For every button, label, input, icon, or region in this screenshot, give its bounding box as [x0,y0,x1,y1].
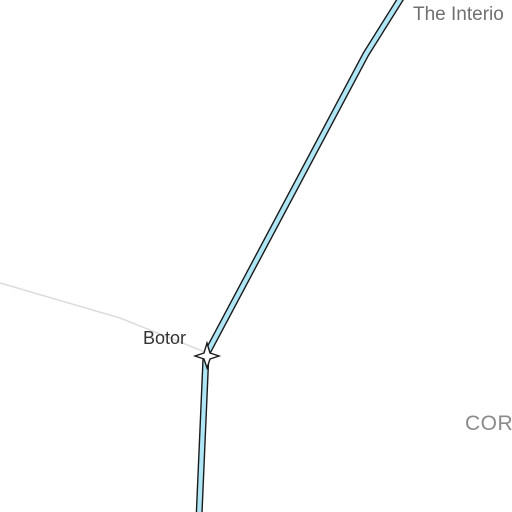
place-label-the-interior: The Interio [413,4,504,25]
stop-label-botor[interactable]: Botor [143,328,187,348]
district-label: COR [465,412,512,435]
four-point-star-icon[interactable] [192,340,222,371]
route-line-casing [195,0,404,512]
route-line[interactable] [197,0,403,512]
minor-road [0,282,206,353]
